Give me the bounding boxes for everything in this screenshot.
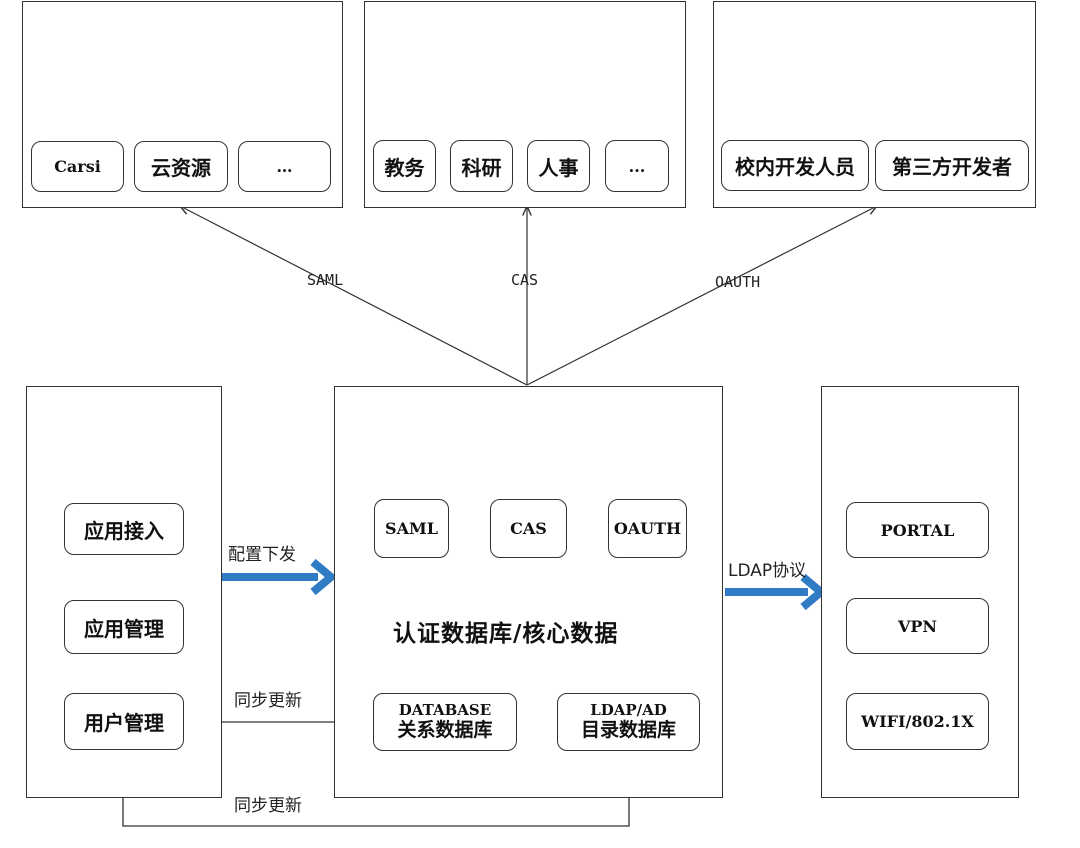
more-box-middle: ...: [605, 140, 669, 192]
app-access-box: 应用接入: [64, 503, 184, 555]
research-box: 科研: [450, 140, 513, 192]
cas-box: CAS: [490, 499, 567, 558]
internal-developers-box: 校内开发人员: [721, 140, 869, 191]
third-party-developers-box: 第三方开发者: [875, 140, 1029, 191]
ldap-arrow-label: LDAP协议: [728, 561, 807, 581]
oauth-box: OAUTH: [608, 499, 687, 558]
academic-affairs-box: 教务: [373, 140, 436, 192]
core-database-label: 认证数据库/核心数据: [393, 621, 619, 647]
oauth-link-label: OAUTH: [715, 273, 761, 291]
oauth-link-line: [526, 206, 877, 386]
relational-database-box: DATABASE 关系数据库: [373, 693, 517, 751]
saml-box: SAML: [374, 499, 449, 558]
database-subtitle: 关系数据库: [397, 718, 493, 741]
user-management-box: 用户管理: [64, 693, 184, 750]
wifi-box: WIFI/802.1X: [846, 693, 989, 750]
saml-link-line: [180, 206, 528, 386]
saml-link-label: SAML: [307, 271, 344, 289]
sync-ldap-label: 同步更新: [234, 796, 302, 816]
ldap-subtitle: 目录数据库: [580, 718, 676, 741]
carsi-box: Carsi: [31, 141, 124, 192]
config-arrow-label: 配置下发: [228, 545, 296, 565]
app-management-box: 应用管理: [64, 600, 184, 654]
hr-box: 人事: [527, 140, 590, 192]
more-box-left: …: [238, 141, 331, 192]
ldap-title: LDAP/AD: [590, 701, 667, 720]
cas-link-label: CAS: [511, 271, 539, 289]
directory-database-box: LDAP/AD 目录数据库: [557, 693, 700, 751]
sync-db-label: 同步更新: [234, 691, 302, 711]
portal-box: PORTAL: [846, 502, 989, 558]
vpn-box: VPN: [846, 598, 989, 654]
cloud-resource-box: 云资源: [134, 141, 228, 192]
config-arrow-head: [310, 558, 338, 596]
database-title: DATABASE: [398, 701, 492, 720]
